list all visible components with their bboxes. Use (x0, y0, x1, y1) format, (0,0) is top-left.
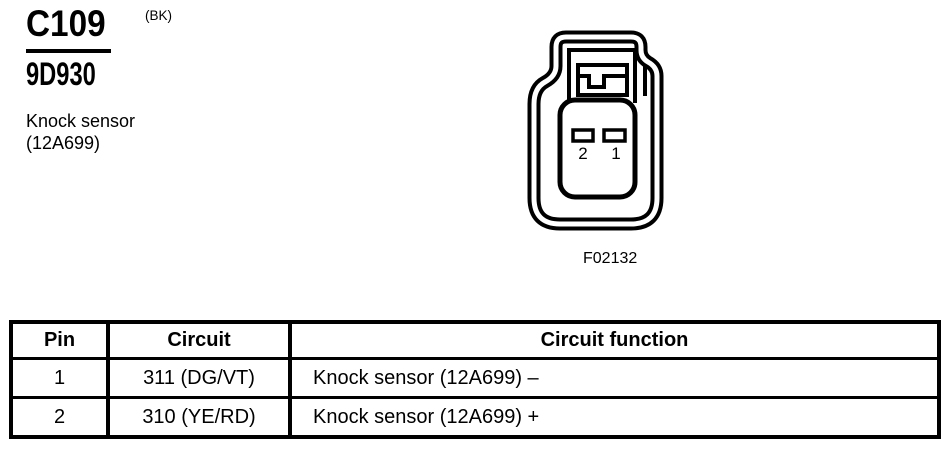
pin-table-row-1: 1 311 (DG/VT) Knock sensor (12A699) – (9, 357, 941, 399)
pin-table: Pin Circuit Circuit function 1 311 (DG/V… (9, 320, 941, 439)
pin-table-header-pin: Pin (9, 320, 110, 360)
connector-id: C109 (26, 3, 106, 44)
pin-1-number: 1 (9, 357, 110, 399)
connector-pin-cavity (557, 97, 638, 200)
connector-pin-1-slot (602, 128, 627, 143)
pin-table-header-circuit: Circuit (106, 320, 292, 360)
pin-1-circuit: 311 (DG/VT) (106, 357, 292, 399)
component-description-line1: Knock sensor (26, 111, 136, 131)
pin-2-number: 2 (9, 396, 110, 439)
figure-label: F02132 (583, 250, 638, 267)
connector-id-underline (26, 49, 111, 53)
pin-table-row-2: 2 310 (YE/RD) Knock sensor (12A699) + (9, 396, 941, 439)
connector-diagram (527, 30, 664, 231)
pin-1-function: Knock sensor (12A699) – (288, 357, 941, 399)
pin-table-header-row: Pin Circuit Circuit function (9, 320, 941, 360)
connector-latch-frame (567, 48, 637, 103)
pin-2-function: Knock sensor (12A699) + (288, 396, 941, 439)
connector-outer-outline-core (531, 34, 660, 227)
connector-latch-notch (578, 74, 627, 89)
pin-table-header-function: Circuit function (288, 320, 941, 360)
connector-pin-2-label: 2 (578, 144, 588, 163)
part-number: 9D930 (26, 56, 96, 92)
component-description: Knock sensor (12A699) (26, 110, 135, 154)
connector-pin-1-label: 1 (611, 144, 621, 163)
connector-latch-tab (576, 63, 629, 97)
connector-pin-2-slot (571, 128, 595, 143)
component-description-line2: (12A699) (26, 133, 101, 153)
pin-2-circuit: 310 (YE/RD) (106, 396, 292, 439)
connector-color-code: (BK) (145, 8, 172, 23)
